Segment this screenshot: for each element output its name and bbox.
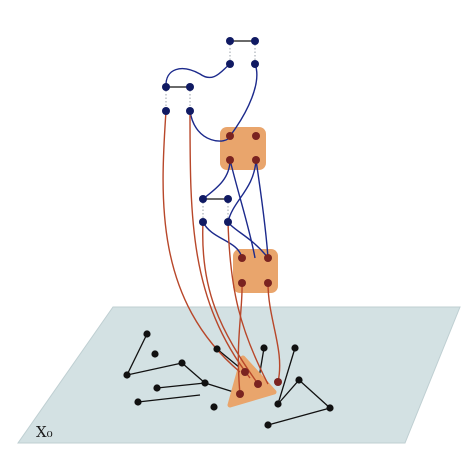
base-space-label: X₀ xyxy=(36,423,53,441)
plane-graph-edges xyxy=(126,333,331,426)
navy-nodes xyxy=(162,37,259,226)
red-wires xyxy=(162,110,281,395)
plane-graph-nodes xyxy=(123,330,334,429)
dark-red-nodes xyxy=(226,132,282,398)
orange-box-upper xyxy=(220,127,266,170)
